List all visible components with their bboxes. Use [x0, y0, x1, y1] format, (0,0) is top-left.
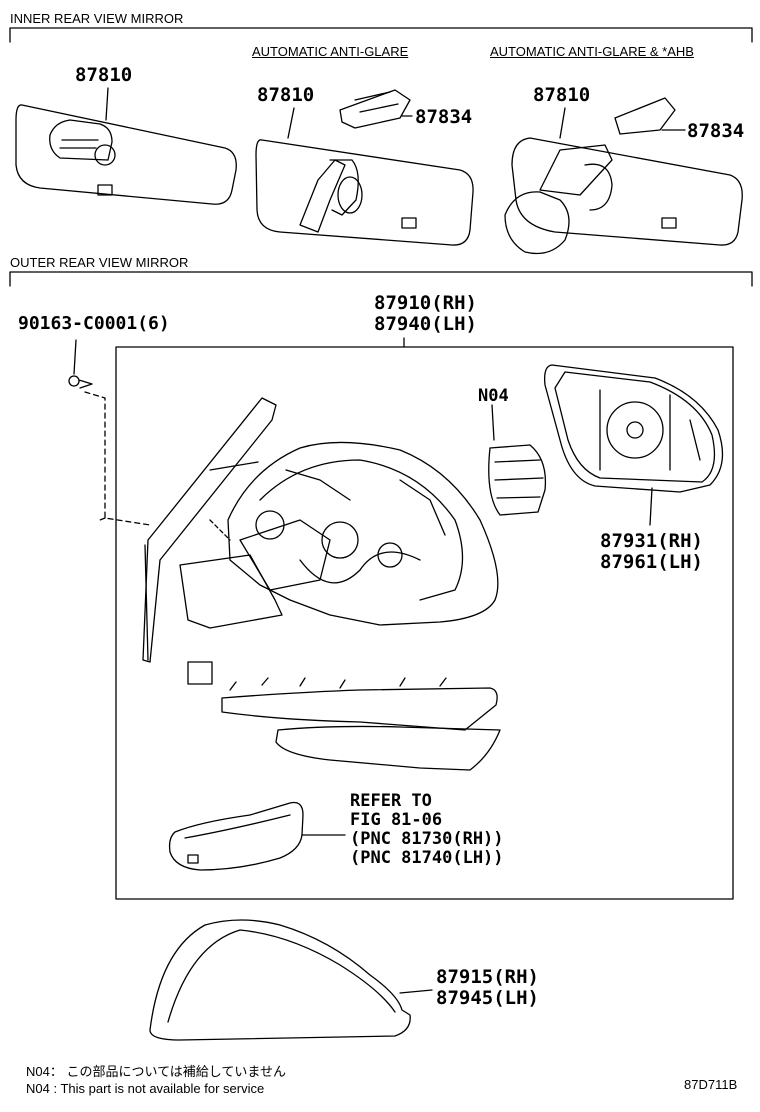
side-turn-lamp — [168, 801, 346, 871]
arm-bracket — [179, 554, 283, 629]
leader-87810-a — [105, 87, 109, 121]
note-japanese: N04： この部品については補給していません — [26, 1064, 287, 1079]
note-english: N04 : This part is not available for ser… — [26, 1081, 265, 1096]
variant-auto-ahb-label: AUTOMATIC ANTI-GLARE & *AHB — [490, 44, 694, 59]
mirror-housing — [227, 441, 499, 626]
part-number-cap-lh: 87945(LH) — [436, 987, 539, 1009]
part-number-glass-lh: 87961(LH) — [600, 551, 703, 573]
refer-line-2: FIG 81-06 — [350, 810, 443, 830]
part-number-cap-rh: 87915(RH) — [436, 966, 539, 988]
part-number-mirror-ahb: 87810 — [533, 84, 591, 106]
outer-section-bracket — [9, 271, 753, 287]
outer-section-title: OUTER REAR VIEW MIRROR — [10, 255, 189, 270]
part-number-glass-rh: 87931(RH) — [600, 530, 703, 552]
part-number-cover-ahb: 87834 — [687, 120, 745, 142]
part-number-screw: 90163-C0001(6) — [18, 313, 170, 334]
bulb-n04 — [488, 404, 547, 516]
cover-87834-a — [339, 89, 411, 129]
part-number-bulb: N04 — [478, 386, 509, 406]
figure-code: 87D711B — [684, 1077, 738, 1092]
leader-glass — [649, 487, 653, 526]
leader-cap — [399, 989, 433, 994]
part-number-mirror-auto: 87810 — [257, 84, 315, 106]
connector — [187, 661, 213, 685]
inner-section-bracket — [9, 27, 753, 43]
leader-87810-c — [559, 107, 566, 139]
leader-n04 — [491, 404, 495, 441]
inner-mirror-auto — [255, 89, 474, 246]
turn-lens — [275, 725, 501, 771]
refer-note: REFER TO FIG 81-06 (PNC 81730(RH)) (PNC … — [350, 792, 504, 868]
inner-section-title: INNER REAR VIEW MIRROR — [10, 11, 184, 26]
leader-screw — [73, 339, 77, 375]
leader-87810-b — [287, 107, 295, 139]
lower-garnish — [221, 677, 501, 771]
base-plate — [142, 397, 277, 663]
mirror-cap — [149, 919, 433, 1041]
refer-line-3: (PNC 81730(RH)) — [350, 829, 504, 849]
mirror-glass — [544, 364, 724, 526]
refer-line-1: REFER TO — [350, 791, 432, 811]
cover-87834-b — [614, 97, 676, 135]
inner-mirror-standard — [15, 87, 237, 205]
part-number-cover-auto: 87834 — [415, 106, 473, 128]
inner-mirror-ahb — [504, 97, 743, 255]
outer-mirror-frame — [115, 346, 734, 900]
variant-auto-label: AUTOMATIC ANTI-GLARE — [252, 44, 409, 59]
part-number-mirror-standard: 87810 — [75, 64, 133, 86]
refer-line-4: (PNC 81740(LH)) — [350, 848, 504, 868]
screw — [68, 339, 151, 526]
part-number-assy-rh: 87910(RH) — [374, 292, 477, 314]
part-number-assy-lh: 87940(LH) — [374, 313, 477, 335]
